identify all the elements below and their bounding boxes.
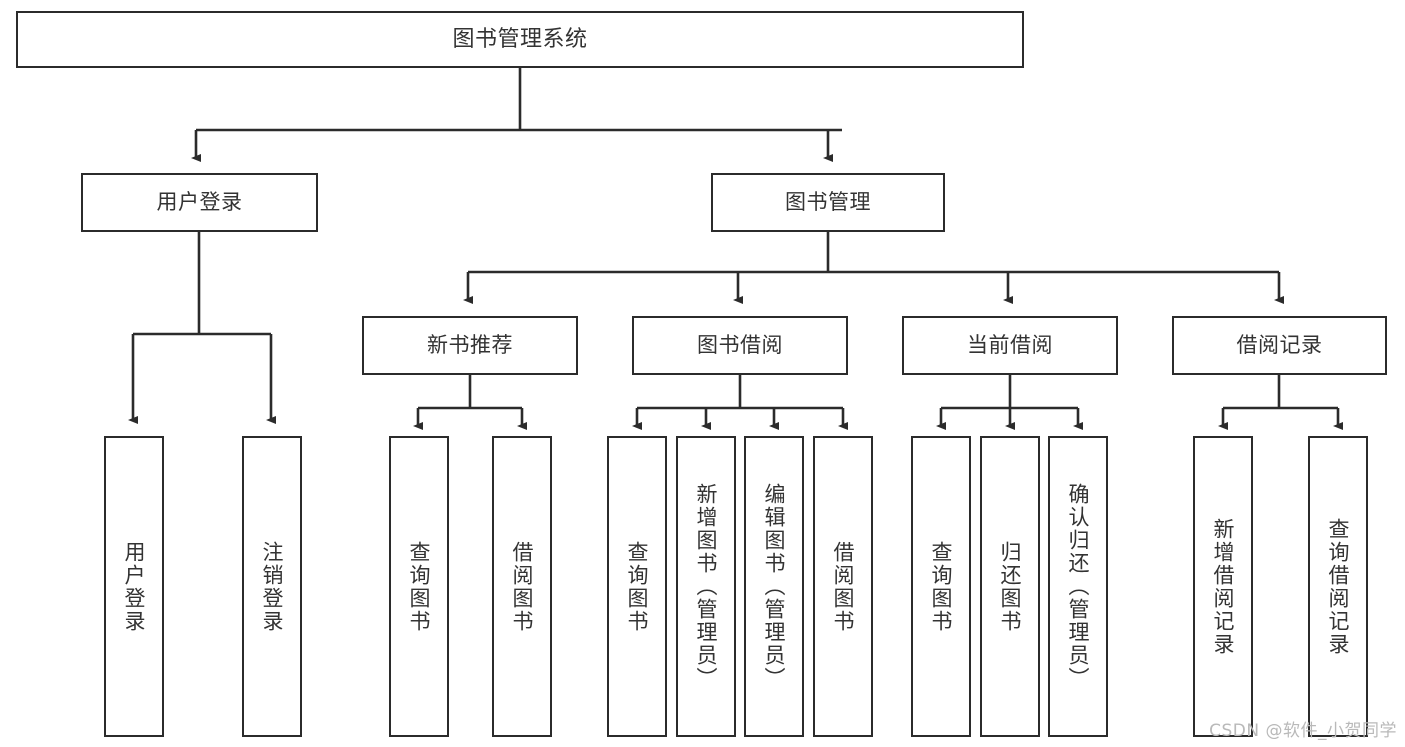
node-book-management[interactable]: 图书管理 bbox=[711, 173, 945, 232]
leaf-newbook-query-book[interactable]: 查询图书 bbox=[389, 436, 449, 737]
leaf-user-login[interactable]: 用户登录 bbox=[104, 436, 164, 737]
leaf-borrow-edit-book-admin-label: 编辑图书（管理员） bbox=[762, 483, 787, 690]
leaf-borrow-borrow-book-label: 借阅图书 bbox=[831, 540, 856, 633]
node-root[interactable]: 图书管理系统 bbox=[16, 11, 1024, 68]
node-new-book-recommend-label: 新书推荐 bbox=[427, 333, 513, 358]
leaf-user-login-label: 用户登录 bbox=[122, 540, 147, 633]
node-borrow-records-label: 借阅记录 bbox=[1236, 333, 1323, 358]
leaf-records-query-record[interactable]: 查询借阅记录 bbox=[1308, 436, 1368, 737]
leaf-current-return-book[interactable]: 归还图书 bbox=[980, 436, 1040, 737]
node-current-borrow-label: 当前借阅 bbox=[967, 333, 1053, 358]
leaf-logout[interactable]: 注销登录 bbox=[242, 436, 302, 737]
leaf-current-query-book[interactable]: 查询图书 bbox=[911, 436, 971, 737]
leaf-borrow-query-book[interactable]: 查询图书 bbox=[607, 436, 667, 737]
leaf-newbook-query-book-label: 查询图书 bbox=[407, 540, 432, 633]
node-user-login[interactable]: 用户登录 bbox=[81, 173, 318, 232]
leaf-current-return-book-label: 归还图书 bbox=[998, 540, 1023, 633]
leaf-borrow-add-book-admin[interactable]: 新增图书（管理员） bbox=[676, 436, 736, 737]
leaf-records-query-record-label: 查询借阅记录 bbox=[1326, 517, 1351, 656]
leaf-records-add-record[interactable]: 新增借阅记录 bbox=[1193, 436, 1253, 737]
leaf-current-query-book-label: 查询图书 bbox=[929, 540, 954, 633]
leaf-records-add-record-label: 新增借阅记录 bbox=[1211, 517, 1236, 656]
node-book-management-label: 图书管理 bbox=[785, 190, 871, 215]
leaf-current-confirm-return-admin[interactable]: 确认归还（管理员） bbox=[1048, 436, 1108, 737]
leaf-logout-label: 注销登录 bbox=[260, 540, 285, 633]
node-root-label: 图书管理系统 bbox=[452, 26, 588, 52]
leaf-newbook-borrow-book-label: 借阅图书 bbox=[510, 540, 535, 633]
leaf-borrow-add-book-admin-label: 新增图书（管理员） bbox=[694, 483, 719, 690]
node-book-borrow[interactable]: 图书借阅 bbox=[632, 316, 848, 375]
leaf-borrow-query-book-label: 查询图书 bbox=[625, 540, 650, 633]
leaf-current-confirm-return-admin-label: 确认归还（管理员） bbox=[1066, 483, 1091, 690]
node-borrow-records[interactable]: 借阅记录 bbox=[1172, 316, 1387, 375]
leaf-borrow-edit-book-admin[interactable]: 编辑图书（管理员） bbox=[744, 436, 804, 737]
watermark-text: CSDN @软件_小贺同学 bbox=[1209, 721, 1397, 741]
node-user-login-label: 用户登录 bbox=[156, 190, 243, 215]
node-new-book-recommend[interactable]: 新书推荐 bbox=[362, 316, 578, 375]
node-book-borrow-label: 图书借阅 bbox=[697, 333, 783, 358]
leaf-newbook-borrow-book[interactable]: 借阅图书 bbox=[492, 436, 552, 737]
node-current-borrow[interactable]: 当前借阅 bbox=[902, 316, 1118, 375]
leaf-borrow-borrow-book[interactable]: 借阅图书 bbox=[813, 436, 873, 737]
